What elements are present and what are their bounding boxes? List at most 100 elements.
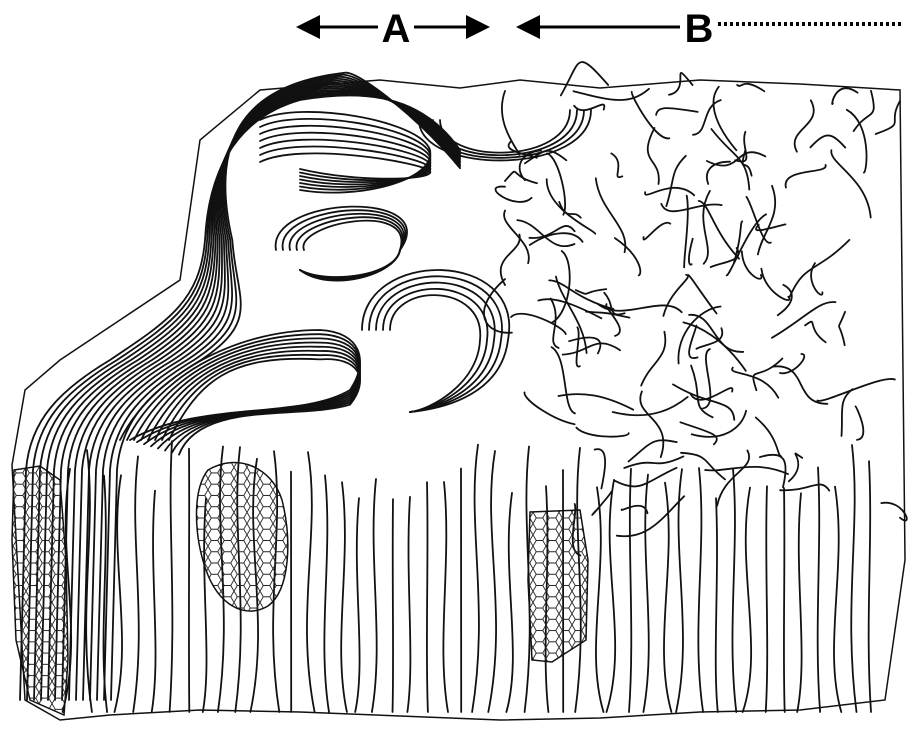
region-a-loop-structures — [276, 110, 591, 412]
vertical-fiber — [443, 482, 448, 712]
disorganized-fiber — [876, 101, 900, 134]
vertical-fiber — [851, 445, 856, 712]
vertical-fiber — [732, 469, 736, 712]
lower-vertical-fibers — [63, 441, 871, 712]
disorganized-fiber — [669, 73, 693, 95]
disorganized-fiber — [576, 289, 607, 294]
loop-fiber — [440, 110, 570, 153]
disorganized-fiber — [595, 449, 606, 488]
vertical-fiber — [133, 456, 139, 712]
disorganized-fiber — [574, 105, 604, 111]
disorganized-fiber — [656, 108, 698, 115]
vertical-fiber — [596, 487, 604, 712]
disorganized-fiber — [831, 150, 870, 217]
vertical-fiber — [407, 497, 410, 712]
vertical-fiber — [784, 488, 785, 712]
disorganized-fiber — [629, 440, 677, 461]
disorganized-fiber — [529, 226, 574, 238]
disorganized-fiber — [663, 275, 688, 316]
disorganized-fiber — [611, 153, 622, 177]
ordered-fiber — [97, 77, 460, 700]
vertical-fiber — [472, 445, 479, 712]
curved-fiber — [148, 347, 360, 449]
disorganized-fiber — [713, 87, 736, 151]
disorganized-fiber — [732, 368, 778, 398]
vertical-fiber — [869, 461, 871, 712]
disorganized-fiber — [692, 411, 747, 437]
vertical-fiber — [152, 491, 156, 712]
vertical-fiber — [676, 469, 683, 712]
vertical-fiber — [716, 498, 718, 712]
disorganized-fiber — [756, 418, 781, 457]
vertical-fiber — [743, 488, 751, 712]
vertical-fiber — [427, 482, 428, 712]
disorganized-fiber — [795, 100, 814, 151]
disorganized-fiber — [817, 379, 894, 401]
disorganized-fiber — [641, 332, 665, 386]
vertical-fiber — [170, 441, 173, 712]
disorganized-fiber — [547, 179, 596, 234]
vertical-fiber — [506, 493, 512, 712]
region-b-indicator: B — [520, 7, 902, 51]
disorganized-fiber — [574, 89, 650, 100]
disorganized-fiber — [839, 312, 845, 345]
vertical-fiber — [488, 451, 496, 712]
disorganized-fiber — [678, 307, 720, 364]
vertical-fiber — [607, 480, 616, 712]
disorganized-fiber — [689, 315, 743, 352]
ordered-fiber — [83, 81, 460, 700]
loop-fiber — [369, 276, 502, 412]
region-a-label: A — [382, 7, 411, 51]
disorganized-fiber — [622, 506, 648, 513]
disorganized-fiber — [632, 92, 670, 139]
disorganized-fiber — [596, 178, 626, 252]
disorganized-fiber — [773, 366, 828, 403]
disorganized-fiber — [789, 454, 803, 482]
disorganized-fiber — [832, 88, 857, 104]
disorganized-fiber — [648, 128, 659, 184]
loop-fiber — [376, 283, 495, 412]
vertical-fiber — [341, 482, 347, 712]
disorganized-fiber — [854, 91, 874, 131]
vertical-fiber — [698, 468, 703, 712]
disorganized-fiber — [666, 156, 686, 206]
disorganized-fiber — [810, 135, 845, 147]
honeycomb-patch-right — [528, 510, 588, 662]
vertical-fiber — [372, 479, 377, 712]
disorganized-fiber — [842, 389, 853, 436]
loop-fiber — [390, 295, 480, 412]
vertical-fiber — [629, 469, 631, 712]
region-b-label: B — [685, 7, 714, 51]
disorganized-fiber — [643, 223, 670, 240]
disorganized-fiber — [684, 196, 688, 268]
loop-fiber — [296, 217, 402, 278]
disorganized-fiber — [772, 302, 836, 338]
disorganized-fiber — [547, 153, 565, 214]
disorganized-fiber — [786, 165, 826, 188]
disorganized-fiber — [856, 406, 864, 440]
disorganized-fiber — [689, 239, 693, 265]
disorganized-fiber — [592, 492, 611, 515]
disorganized-fiber — [615, 238, 640, 275]
region-b-disorganized-fibers — [484, 62, 907, 555]
disorganized-fiber — [615, 468, 677, 487]
disorganized-fiber — [640, 391, 663, 457]
disorganized-fiber — [881, 503, 906, 521]
disorganized-fiber — [758, 186, 775, 255]
disorganized-fiber — [742, 251, 762, 278]
vertical-fiber — [393, 499, 394, 712]
disorganized-fiber — [576, 327, 579, 366]
disorganized-fiber — [502, 91, 519, 155]
disorganized-fiber — [689, 326, 698, 359]
disorganized-fiber — [561, 62, 608, 95]
disorganized-fiber — [501, 235, 520, 286]
vertical-fiber — [834, 487, 841, 712]
loop-fiber — [300, 221, 401, 277]
disorganized-fiber — [703, 191, 710, 264]
disorganized-fiber — [780, 484, 829, 490]
disorganized-fiber — [761, 269, 789, 300]
vertical-fiber — [355, 498, 359, 712]
disorganized-fiber — [780, 354, 804, 373]
disorganized-fiber — [552, 347, 575, 413]
